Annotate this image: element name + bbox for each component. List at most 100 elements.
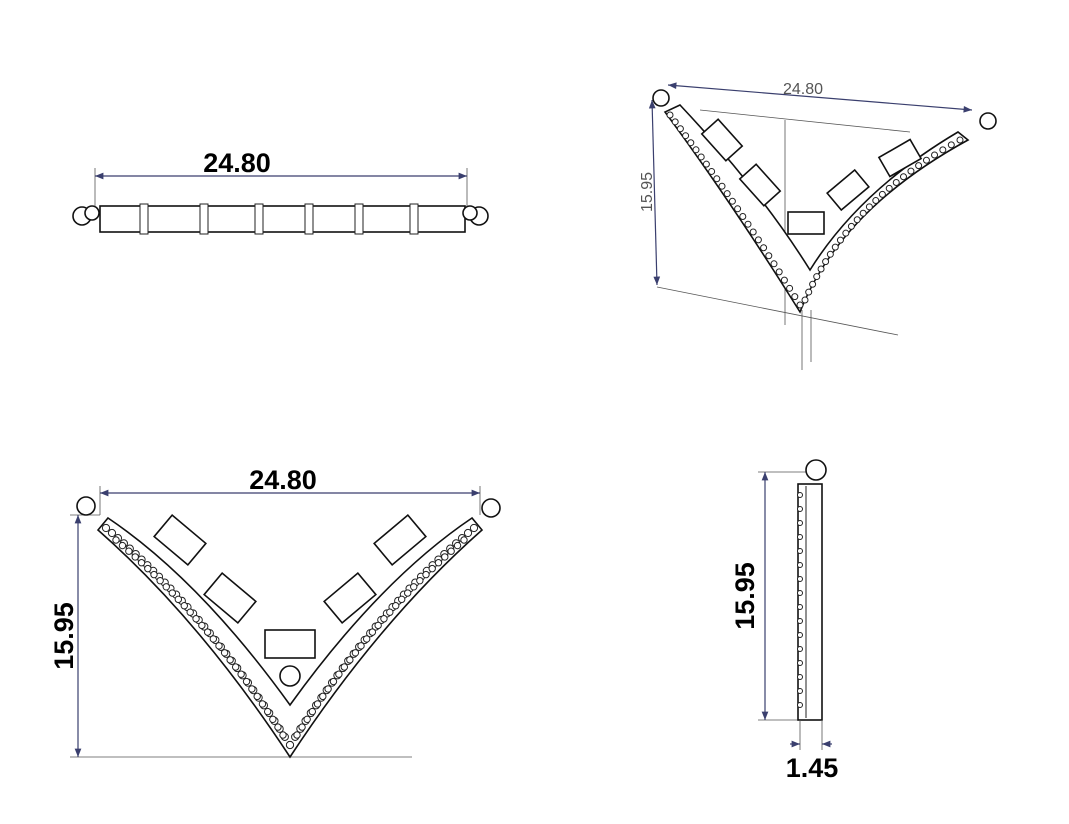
top-view: 24.80 — [72, 148, 489, 235]
side-stone — [797, 534, 803, 540]
pave-stone — [434, 559, 443, 567]
pendant-bar — [99, 205, 466, 233]
pave-stone — [754, 236, 762, 244]
pave-stone — [718, 182, 726, 190]
pave-stone — [687, 139, 695, 147]
pave-stone — [708, 167, 716, 175]
pave-stone — [248, 685, 256, 693]
pave-stone — [118, 541, 127, 550]
prong — [254, 203, 264, 235]
pave-stone — [362, 635, 371, 643]
pave-stone — [368, 628, 377, 636]
pave-stone — [319, 692, 327, 701]
pave-stone — [298, 723, 306, 731]
front-view: 24.80 15.95 — [49, 465, 501, 759]
pave-stone — [463, 528, 473, 538]
pave-stone — [156, 576, 164, 585]
pave-stone — [410, 583, 418, 591]
side-view: 15.95 1.45 — [730, 459, 839, 783]
iso-jump-ring-right — [979, 112, 997, 130]
pave-stone — [671, 118, 679, 126]
pave-stone — [313, 700, 322, 708]
pave-stone — [817, 265, 825, 273]
front-jump-ring-left — [76, 496, 96, 516]
pave-stone — [416, 576, 424, 585]
side-stone — [797, 632, 803, 638]
side-stone — [797, 562, 803, 568]
prong — [354, 203, 364, 235]
side-stone — [797, 646, 803, 652]
pave-stone — [872, 197, 880, 205]
pave-stone — [915, 162, 923, 170]
pave-stone — [357, 642, 365, 650]
pave-stone — [697, 153, 705, 161]
pave-stone — [723, 190, 731, 198]
pave-stone — [226, 656, 234, 664]
pave-stone — [107, 528, 117, 538]
pave-stone — [786, 284, 794, 292]
side-stones — [797, 492, 803, 708]
baguette-stone — [787, 211, 825, 235]
side-stone — [797, 506, 803, 512]
pave-stone — [847, 222, 855, 230]
pave-stone — [203, 628, 212, 636]
round-stone — [279, 665, 301, 687]
baguette-stone — [700, 118, 744, 162]
pave-stone — [441, 553, 449, 561]
pave-stone — [899, 173, 907, 181]
pave-stone — [859, 209, 867, 217]
pave-stone — [842, 229, 850, 237]
pave-stone — [346, 656, 354, 664]
pave-stone — [285, 740, 295, 750]
pave-stone — [186, 608, 194, 616]
pave-stone — [403, 589, 412, 597]
baguette-stone — [373, 514, 427, 566]
pave-stone — [885, 184, 893, 192]
pave-stone — [692, 146, 700, 154]
prong — [199, 203, 209, 235]
pave-stone — [878, 190, 886, 198]
jump-ring-right-inner — [462, 205, 478, 221]
pave-stone — [209, 635, 218, 643]
pave-stone — [791, 293, 799, 301]
iso-width-label: 24.80 — [783, 81, 823, 98]
prong — [139, 203, 149, 235]
pave-stone — [231, 663, 240, 671]
pave-stone — [865, 203, 873, 211]
front-pendant-body — [96, 516, 484, 759]
side-jump-ring — [805, 459, 827, 481]
side-stone — [797, 520, 803, 526]
pave-stone — [162, 583, 170, 591]
pave-stone — [469, 523, 479, 533]
pave-stone — [682, 132, 690, 140]
side-stone — [797, 492, 803, 498]
baguette-stone — [877, 138, 923, 178]
pave-stone — [198, 621, 206, 630]
pave-stone — [150, 570, 158, 579]
iso-pendant-body — [663, 104, 970, 314]
pave-stone — [744, 220, 752, 228]
pave-stone — [801, 296, 809, 304]
pave-stone — [137, 559, 146, 567]
pave-stone — [174, 595, 183, 604]
pave-stone — [237, 670, 245, 678]
pave-stone — [351, 649, 360, 657]
pave-stone — [775, 268, 783, 276]
pave-stone — [853, 216, 861, 224]
pave-stone — [168, 589, 177, 597]
pave-stone — [269, 715, 277, 724]
pave-stone — [392, 602, 400, 610]
baguette-stone — [826, 168, 870, 212]
iso-height-label: 15.95 — [639, 172, 656, 212]
pave-stone — [374, 621, 382, 630]
side-thickness-label: 1.45 — [786, 753, 839, 783]
front-jump-ring-right — [481, 498, 501, 518]
front-stones — [101, 514, 479, 750]
pave-stone — [279, 731, 287, 739]
pave-stone — [907, 167, 915, 175]
baguette-stone — [153, 514, 207, 566]
pave-stone — [253, 692, 261, 701]
baguette-stone — [264, 629, 316, 659]
pave-stone — [760, 244, 768, 252]
pave-stone — [112, 536, 120, 544]
